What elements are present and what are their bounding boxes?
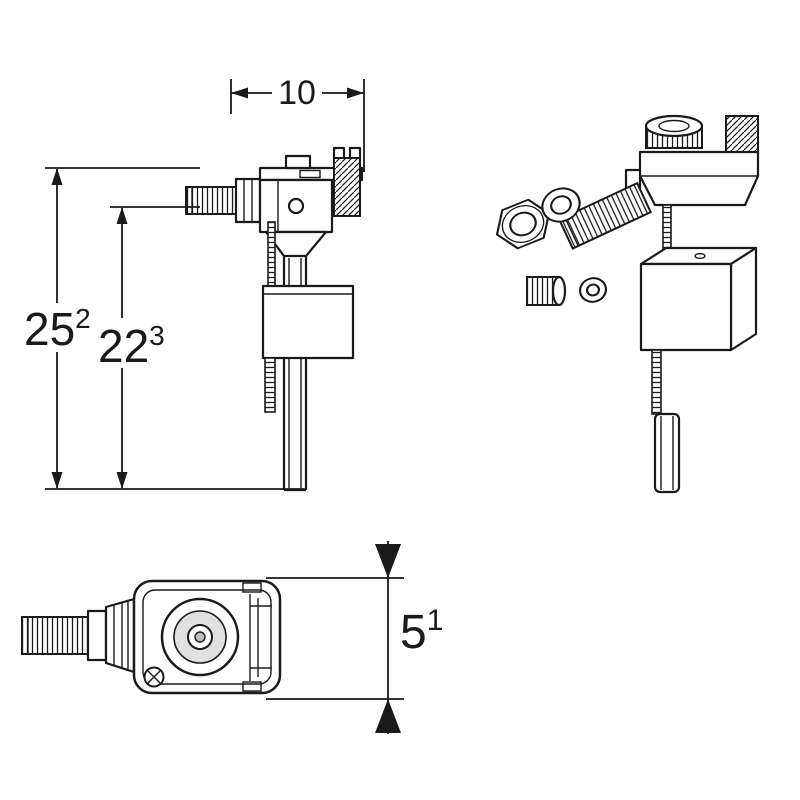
dim-profile-height-label: 51 <box>400 604 443 659</box>
float-cup <box>261 284 355 360</box>
screw <box>143 666 165 688</box>
washer <box>541 187 581 223</box>
dimension-inner-height: 223 <box>98 206 200 489</box>
dimension-outer-height: 252 <box>24 167 305 490</box>
bottom-tube <box>653 412 681 494</box>
small-washer <box>578 277 608 303</box>
pivot <box>287 197 305 215</box>
adjuster-rod <box>264 357 276 413</box>
top-tab <box>284 154 312 170</box>
adjuster-rod-exploded <box>651 349 662 415</box>
threaded-shank <box>557 181 653 250</box>
dim-top-width-label: 10 <box>278 74 316 112</box>
float-link-rod <box>267 221 276 287</box>
collar <box>86 609 108 662</box>
connector-cone <box>104 597 136 674</box>
fill-valve-exploded-view <box>495 114 760 494</box>
dimension-profile-height: 51 <box>266 541 443 734</box>
float-box <box>639 246 758 352</box>
inlet-nut <box>234 177 262 224</box>
valve-cap <box>644 114 704 149</box>
dimension-top-width: 10 <box>230 74 365 172</box>
mounting-bracket <box>333 157 361 217</box>
valve-head <box>638 150 760 207</box>
fill-valve-top-view <box>21 579 282 695</box>
inlet-thread <box>185 186 237 215</box>
fill-valve-side-view <box>185 146 364 492</box>
housing-inner <box>142 589 272 685</box>
head-clip <box>725 115 759 153</box>
flange-nut <box>495 198 551 250</box>
flow-restrictor-bush <box>526 275 567 307</box>
cap-circles <box>160 597 240 677</box>
dim-outer-height-label: 252 <box>24 303 91 355</box>
dim-inner-height-label: 223 <box>98 320 165 372</box>
top-view-thread <box>21 616 89 655</box>
